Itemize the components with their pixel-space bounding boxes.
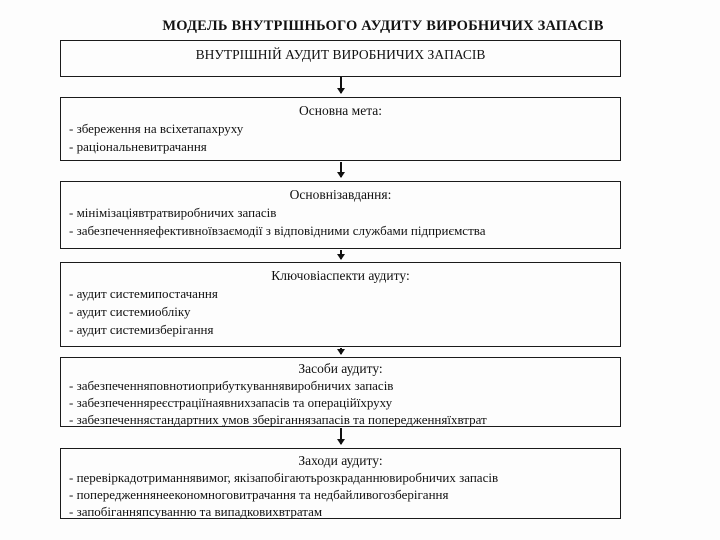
box-item: - забезпеченняефективноївзаємодії з відп…: [69, 223, 486, 238]
box-header: Заходи аудиту:: [298, 453, 383, 468]
diagram-title: МОДЕЛЬ ВНУТРІШНЬОГО АУДИТУ ВИРОБНИЧИХ ЗА…: [162, 18, 604, 34]
box-item: - аудит системизберігання: [69, 322, 214, 337]
down-arrow-icon: [337, 77, 345, 94]
box-audit-means: Засоби аудиту: - забезпеченняповнотиопри…: [60, 357, 621, 427]
box-item: - раціональневитрачання: [69, 139, 207, 154]
box-item: - забезпеченняповнотиоприбуткуваннявироб…: [69, 378, 394, 393]
box-audit-measures: Заходи аудиту: - перевіркадотриманнявимо…: [60, 448, 621, 519]
box-header: Основнізавдання:: [289, 187, 392, 202]
box-header: Засоби аудиту:: [298, 361, 383, 376]
box-main-goal: Основна мета: - збереження на всіхетапах…: [60, 97, 621, 161]
box-item: - аудит системиобліку: [69, 304, 191, 319]
down-arrow-icon: [337, 428, 345, 445]
box-item: - перевіркадотриманнявимог, якізапобігаю…: [69, 470, 499, 485]
box-item: - аудит системипостачання: [69, 286, 218, 301]
box-item: - забезпеченнястандартних умов зберіганн…: [69, 412, 487, 427]
box-item: - запобіганняпсуванню та випадковихвтрат…: [69, 504, 323, 519]
root-box: ВНУТРІШНІЙ АУДИТ ВИРОБНИЧИХ ЗАПАСІВ: [60, 40, 621, 77]
box-item: - попередженнянеекономноговитрачання та …: [69, 487, 449, 502]
box-item: - забезпеченняреєстраціїнаявнихзапасів т…: [69, 395, 393, 410]
down-arrow-icon: [337, 250, 345, 260]
box-header: Основна мета:: [298, 103, 383, 118]
root-box-label: ВНУТРІШНІЙ АУДИТ ВИРОБНИЧИХ ЗАПАСІВ: [195, 47, 486, 62]
down-arrow-icon: [337, 162, 345, 178]
box-item: - мінімізаціявтратвиробничих запасів: [69, 205, 277, 220]
down-arrow-icon: [337, 348, 345, 355]
box-item: - збереження на всіхетапахруху: [69, 121, 244, 136]
box-key-aspects: Ключовіаспекти аудиту: - аудит системипо…: [60, 262, 621, 347]
box-main-tasks: Основнізавдання: - мінімізаціявтратвироб…: [60, 181, 621, 249]
box-header: Ключовіаспекти аудиту:: [271, 268, 410, 283]
